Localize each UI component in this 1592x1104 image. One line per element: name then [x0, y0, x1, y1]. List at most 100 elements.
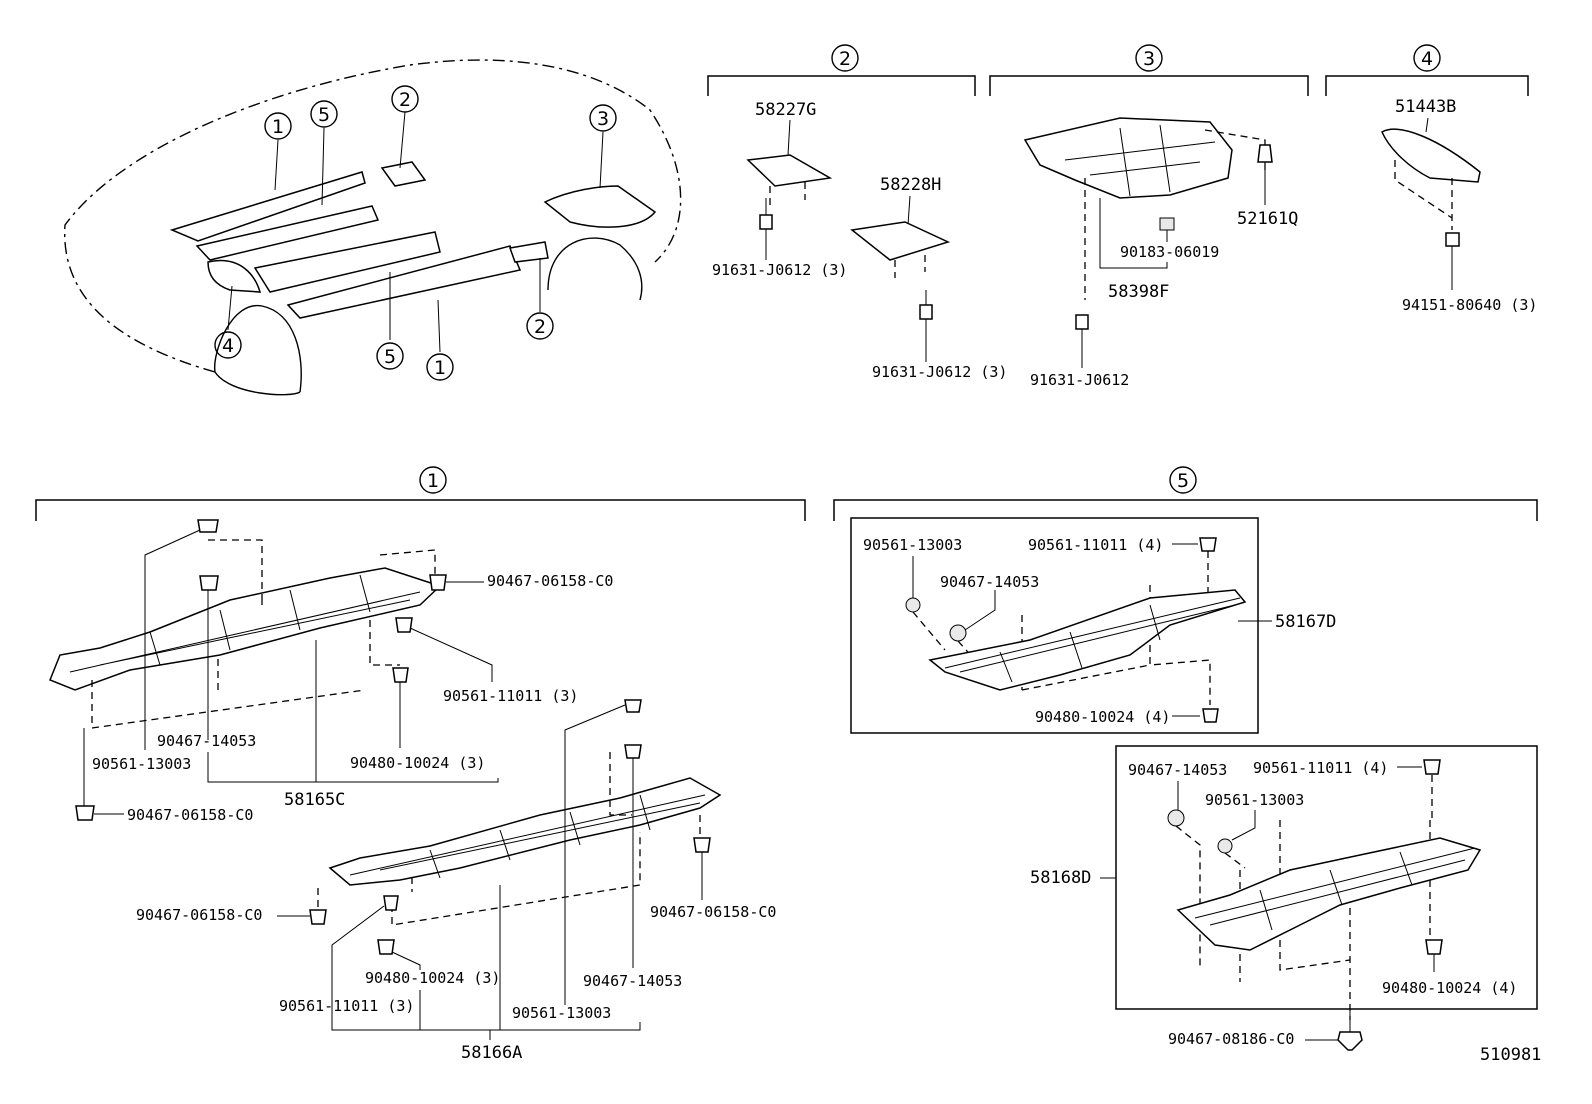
- svg-text:1: 1: [434, 357, 446, 379]
- grommet-icon: [905, 597, 921, 613]
- clip-icon: [624, 744, 642, 759]
- bolt-icon: [919, 304, 933, 320]
- label-90467-06158-a: 90467-06158-C0: [487, 572, 613, 590]
- svg-text:5: 5: [384, 346, 396, 368]
- part-52161Q-label: 52161Q: [1237, 209, 1298, 229]
- label-90561-13003-d: 90561-13003: [1205, 791, 1304, 809]
- clip-icon: [383, 895, 399, 911]
- part-51443B-label: 51443B: [1395, 97, 1456, 117]
- shield-51443B: [1381, 128, 1481, 183]
- bolt-icon: [1075, 314, 1089, 330]
- section-1-bracket: [35, 499, 806, 521]
- bolt-91631-c-label: 91631-J0612: [1030, 371, 1129, 389]
- label-90467-14053-c: 90467-14053: [940, 573, 1039, 591]
- label-90561-11011-b: 90561-11011 (3): [279, 997, 414, 1015]
- label-90467-14053-a: 90467-14053: [157, 732, 256, 750]
- callout-1-top: 1: [264, 112, 292, 140]
- clip-icon: [693, 837, 711, 853]
- clip-icon: [392, 667, 409, 683]
- clip-icon: [1423, 759, 1441, 775]
- label-90561-11011-d: 90561-11011 (4): [1253, 759, 1388, 777]
- label-90480-10024-c: 90480-10024 (4): [1035, 708, 1170, 726]
- section-2-bracket: [707, 75, 976, 96]
- callout-4-bottom: 4: [214, 331, 242, 359]
- part-58398F-label: 58398F: [1108, 282, 1169, 302]
- cover-58398F: [1023, 117, 1233, 199]
- section-4: 4 51443B 94151-80640 (3): [1325, 44, 1537, 314]
- clip-icon: [1337, 1031, 1363, 1051]
- leader: [437, 299, 441, 353]
- section-4-number: 4: [1421, 48, 1433, 70]
- label-90561-13003-b: 90561-13003: [512, 1004, 611, 1022]
- overview-panel-2-lower: [508, 241, 549, 263]
- callout-1-bottom: 1: [426, 353, 454, 381]
- front-wheel: [547, 237, 643, 301]
- part-58227G-label: 58227G: [755, 100, 816, 120]
- overview-panel-3: [543, 185, 657, 228]
- overview-panel-1-lower: [286, 245, 522, 319]
- panel-58168D: [1176, 837, 1482, 951]
- label-90467-14053-b: 90467-14053: [583, 972, 682, 990]
- section-2: 2 58227G 91631-J0612 (3) 58228H 91631-J0…: [707, 44, 1007, 381]
- overview-panel-4: [207, 259, 262, 293]
- label-90561-13003-c: 90561-13003: [863, 536, 962, 554]
- nut-icon: [1159, 217, 1175, 231]
- svg-text:1: 1: [272, 116, 284, 138]
- clip-icon: [1199, 537, 1217, 552]
- panel-58167D: [928, 589, 1247, 691]
- part-58167D-label: 58167D: [1275, 612, 1336, 632]
- clip-icon: [377, 939, 395, 955]
- grommet-icon: [1217, 838, 1233, 854]
- bracket-58227G: [746, 154, 833, 187]
- clip-icon: [1257, 144, 1273, 163]
- panel-58166A: [328, 777, 722, 886]
- bracket-58228H: [850, 221, 951, 261]
- leader: [599, 131, 604, 189]
- leader: [321, 127, 325, 206]
- svg-text:4: 4: [222, 335, 234, 357]
- overview-panel-5-upper: [195, 205, 380, 261]
- label-90480-10024-b: 90480-10024 (3): [365, 969, 500, 987]
- clip-icon: [199, 575, 219, 591]
- callout-5-bottom: 5: [376, 342, 404, 370]
- clip-icon: [395, 617, 413, 633]
- clip-icon: [197, 519, 219, 533]
- panel-58165C: [49, 567, 442, 691]
- overview-panel-2-upper: [380, 161, 427, 187]
- callout-2-bottom: 2: [526, 312, 554, 340]
- clip-icon: [624, 699, 642, 713]
- section-2-number: 2: [839, 48, 851, 70]
- bolt-icon: [759, 214, 773, 230]
- svg-text:3: 3: [597, 108, 609, 130]
- svg-text:2: 2: [399, 89, 411, 111]
- vehicle-outline: [64, 59, 682, 373]
- leader: [227, 285, 233, 331]
- svg-text:5: 5: [318, 104, 330, 126]
- vehicle-overview: 1 5 2 3 4 2 5 1: [64, 59, 682, 396]
- callout-5-top: 5: [310, 100, 338, 128]
- leader: [399, 111, 406, 169]
- label-90480-10024-d: 90480-10024 (4): [1382, 979, 1517, 997]
- section-5: 5 90561-13003 90561-11011 (4) 90467-1405…: [833, 466, 1538, 1051]
- clip-icon: [75, 805, 95, 821]
- part-94151-label: 94151-80640 (3): [1402, 296, 1537, 314]
- part-58228H-label: 58228H: [880, 175, 941, 195]
- part-90183-label: 90183-06019: [1120, 243, 1219, 261]
- label-90467-08186: 90467-08186-C0: [1168, 1030, 1294, 1048]
- label-90467-06158-l: 90467-06158-C0: [136, 906, 262, 924]
- part-58166A-label: 58166A: [461, 1043, 522, 1063]
- grommet-icon: [949, 624, 967, 642]
- bolt-91631-b-label: 91631-J0612 (3): [872, 363, 1007, 381]
- label-90480-10024-a: 90480-10024 (3): [350, 754, 485, 772]
- label-90561-13003-a: 90561-13003: [92, 755, 191, 773]
- label-90467-06158-b: 90467-06158-C0: [127, 806, 253, 824]
- callout-3-top: 3: [589, 104, 617, 132]
- label-90561-11011-c: 90561-11011 (4): [1028, 536, 1163, 554]
- clip-icon: [1202, 708, 1219, 723]
- label-90467-06158-r: 90467-06158-C0: [650, 903, 776, 921]
- label-90467-14053-d: 90467-14053: [1128, 761, 1227, 779]
- bolt-91631-a-label: 91631-J0612 (3): [712, 261, 847, 279]
- svg-text:2: 2: [534, 316, 546, 338]
- section-3-number: 3: [1143, 48, 1155, 70]
